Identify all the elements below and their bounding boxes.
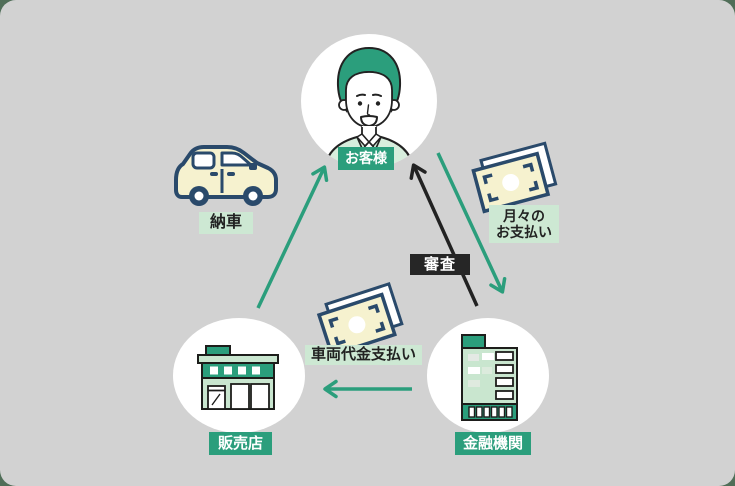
vehicle-payment-label-badge: 車両代金支払い (305, 345, 423, 365)
bank-label: 金融機関 (463, 434, 524, 452)
bank-label-badge: 金融機関 (455, 432, 532, 455)
vehicle-payment-label: 車両代金支払い (311, 346, 417, 364)
monthly-payment-label-line2: お支払い (496, 224, 552, 241)
customer-label-badge: お客様 (338, 147, 394, 170)
money-icon (316, 281, 404, 358)
building-icon (461, 334, 518, 421)
customer-node (301, 34, 437, 168)
delivery-label-badge: 納車 (199, 212, 254, 234)
dealer-node (173, 318, 305, 433)
dealer-label-badge: 販売店 (209, 432, 273, 455)
money-icon-vehicle-wrap (313, 280, 411, 361)
bank-node (427, 318, 549, 433)
screening-label-badge: 審査 (410, 254, 471, 275)
delivery-label: 納車 (210, 213, 243, 231)
monthly-payment-label-badge: 月々の お支払い (489, 205, 559, 244)
car-icon (174, 145, 278, 206)
monthly-payment-label-line1: 月々の (503, 208, 545, 224)
dealer-label: 販売店 (218, 434, 264, 452)
car-icon-wrap (170, 142, 282, 208)
customer-label: お客様 (345, 150, 387, 167)
screening-label: 審査 (424, 255, 457, 273)
store-icon (197, 345, 279, 410)
